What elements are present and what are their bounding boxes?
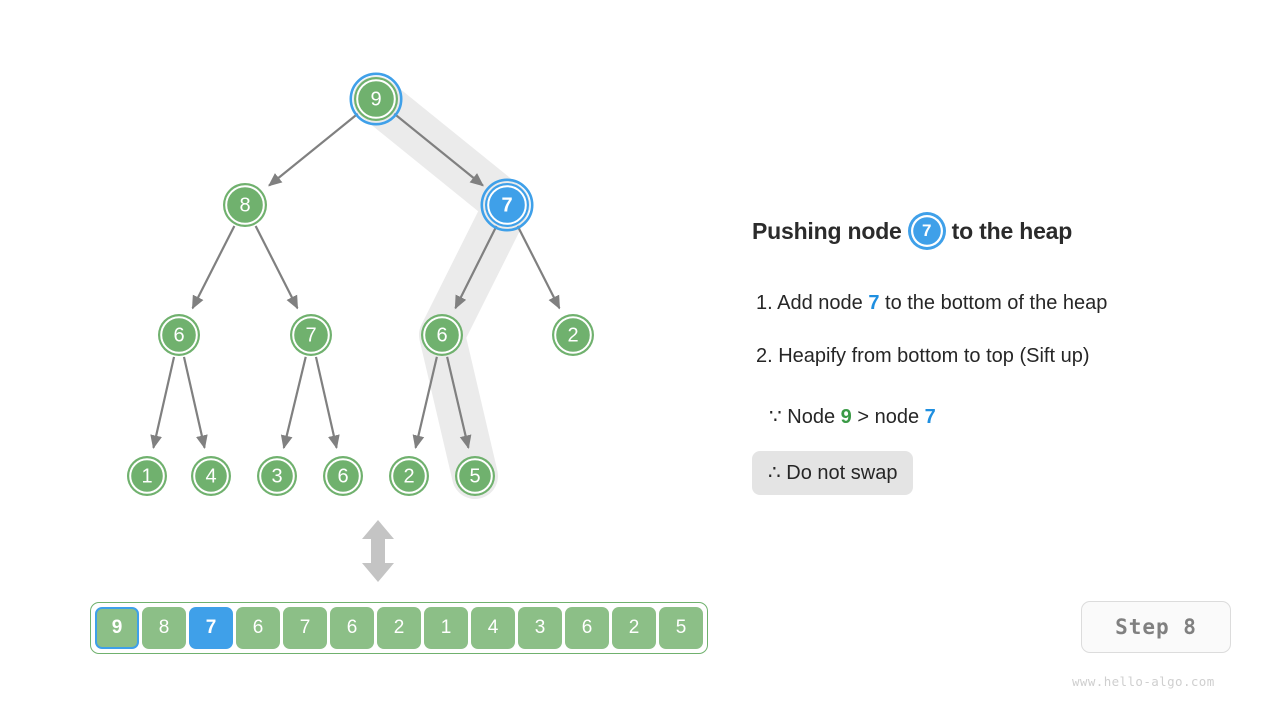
tree-edge bbox=[454, 225, 498, 310]
tree-node-3[interactable]: 3 bbox=[257, 456, 297, 496]
tree-edge bbox=[516, 225, 561, 310]
tree-node-5[interactable]: 5 bbox=[455, 456, 495, 496]
tree-node-1[interactable]: 1 bbox=[127, 456, 167, 496]
array-cell[interactable]: 7 bbox=[283, 607, 327, 649]
tree-node-7[interactable]: 7 bbox=[290, 314, 332, 356]
explanation-panel: Pushing node 7 to the heap 1. Add node 7… bbox=[752, 0, 1262, 720]
reason-text: ∵ Node 9 > node 7 bbox=[769, 404, 936, 429]
tree-edge bbox=[446, 356, 472, 450]
step-1-value: 7 bbox=[868, 292, 880, 314]
because-symbol: ∵ bbox=[769, 406, 782, 428]
tree-edges-layer bbox=[150, 112, 561, 450]
reason-left-value: 9 bbox=[840, 406, 852, 428]
tree-node-8[interactable]: 8 bbox=[223, 183, 267, 227]
tree-edge bbox=[280, 356, 307, 450]
reason-pre: Node bbox=[781, 406, 841, 428]
tree-node-6[interactable]: 6 bbox=[323, 456, 363, 496]
heading-prefix: Pushing node bbox=[752, 217, 902, 244]
therefore-symbol: ∴ bbox=[768, 462, 781, 484]
heading-suffix: to the heap bbox=[951, 217, 1073, 244]
tree-edge bbox=[268, 112, 359, 187]
tree-edge bbox=[412, 356, 438, 450]
array-cell[interactable]: 2 bbox=[377, 607, 421, 649]
reason-right-value: 7 bbox=[924, 406, 936, 428]
array-cell[interactable]: 4 bbox=[471, 607, 515, 649]
tree-nodes-layer: 9 8 7 6 7 6 2 1 4 3 6 2 5 bbox=[127, 72, 594, 496]
conclusion-badge: ∴ Do not swap bbox=[752, 451, 914, 495]
tree-node-label: 9 bbox=[370, 89, 381, 111]
step-1-post: to the bottom of the heap bbox=[879, 292, 1108, 314]
tree-node-2[interactable]: 2 bbox=[389, 456, 429, 496]
tree-node-label: 7 bbox=[501, 195, 512, 217]
array-cell[interactable]: 5 bbox=[659, 607, 703, 649]
tree-node-label: 4 bbox=[205, 466, 216, 488]
array-cell[interactable]: 1 bbox=[424, 607, 468, 649]
tree-edge bbox=[254, 225, 299, 310]
tree-node-6[interactable]: 6 bbox=[421, 314, 463, 356]
tree-node-9[interactable]: 9 bbox=[349, 72, 403, 126]
array-cell[interactable]: 7 bbox=[189, 607, 233, 649]
tree-node-7[interactable]: 7 bbox=[480, 178, 534, 232]
array-cell[interactable]: 6 bbox=[236, 607, 280, 649]
tree-node-4[interactable]: 4 bbox=[191, 456, 231, 496]
tree-node-label: 6 bbox=[436, 325, 447, 347]
double-arrow-vertical-icon bbox=[362, 520, 394, 582]
tree-edge bbox=[314, 356, 340, 450]
binary-heap-tree-diagram: 9 8 7 6 7 6 2 1 4 3 6 2 5 bbox=[127, 72, 594, 582]
tree-node-label: 6 bbox=[337, 466, 348, 488]
step-2-text: 2. Heapify from bottom to top (Sift up) bbox=[756, 345, 1090, 367]
tree-node-label: 7 bbox=[305, 325, 316, 347]
tree-edge bbox=[191, 225, 236, 310]
tree-node-label: 5 bbox=[469, 466, 480, 488]
step-badge: Step 8 bbox=[1081, 601, 1231, 653]
watermark: www.hello-algo.com bbox=[1072, 674, 1215, 689]
tree-node-label: 2 bbox=[403, 466, 414, 488]
tree-edge bbox=[393, 112, 484, 187]
heading-node-badge: 7 bbox=[910, 215, 943, 247]
array-cell[interactable]: 8 bbox=[142, 607, 186, 649]
array-cell[interactable]: 3 bbox=[518, 607, 562, 649]
array-cell[interactable]: 2 bbox=[612, 607, 656, 649]
conclusion-text: Do not swap bbox=[780, 462, 898, 484]
tree-node-label: 2 bbox=[567, 325, 578, 347]
tree-node-6[interactable]: 6 bbox=[158, 314, 200, 356]
tree-node-label: 1 bbox=[141, 466, 152, 488]
step-1-text: 1. Add node 7 to the bottom of the heap bbox=[756, 292, 1107, 315]
array-cell[interactable]: 6 bbox=[330, 607, 374, 649]
page-title: Pushing node 7 to the heap bbox=[752, 215, 1072, 247]
tree-node-label: 3 bbox=[271, 466, 282, 488]
tree-edge bbox=[182, 356, 208, 450]
reason-mid: > node bbox=[851, 406, 925, 428]
array-cell[interactable]: 6 bbox=[565, 607, 609, 649]
tree-node-label: 8 bbox=[239, 195, 250, 217]
tree-node-label: 6 bbox=[173, 325, 184, 347]
step-1-pre: 1. Add node bbox=[756, 292, 869, 314]
tree-edge bbox=[150, 356, 176, 450]
tree-node-2[interactable]: 2 bbox=[552, 314, 594, 356]
array-cell[interactable]: 9 bbox=[95, 607, 139, 649]
